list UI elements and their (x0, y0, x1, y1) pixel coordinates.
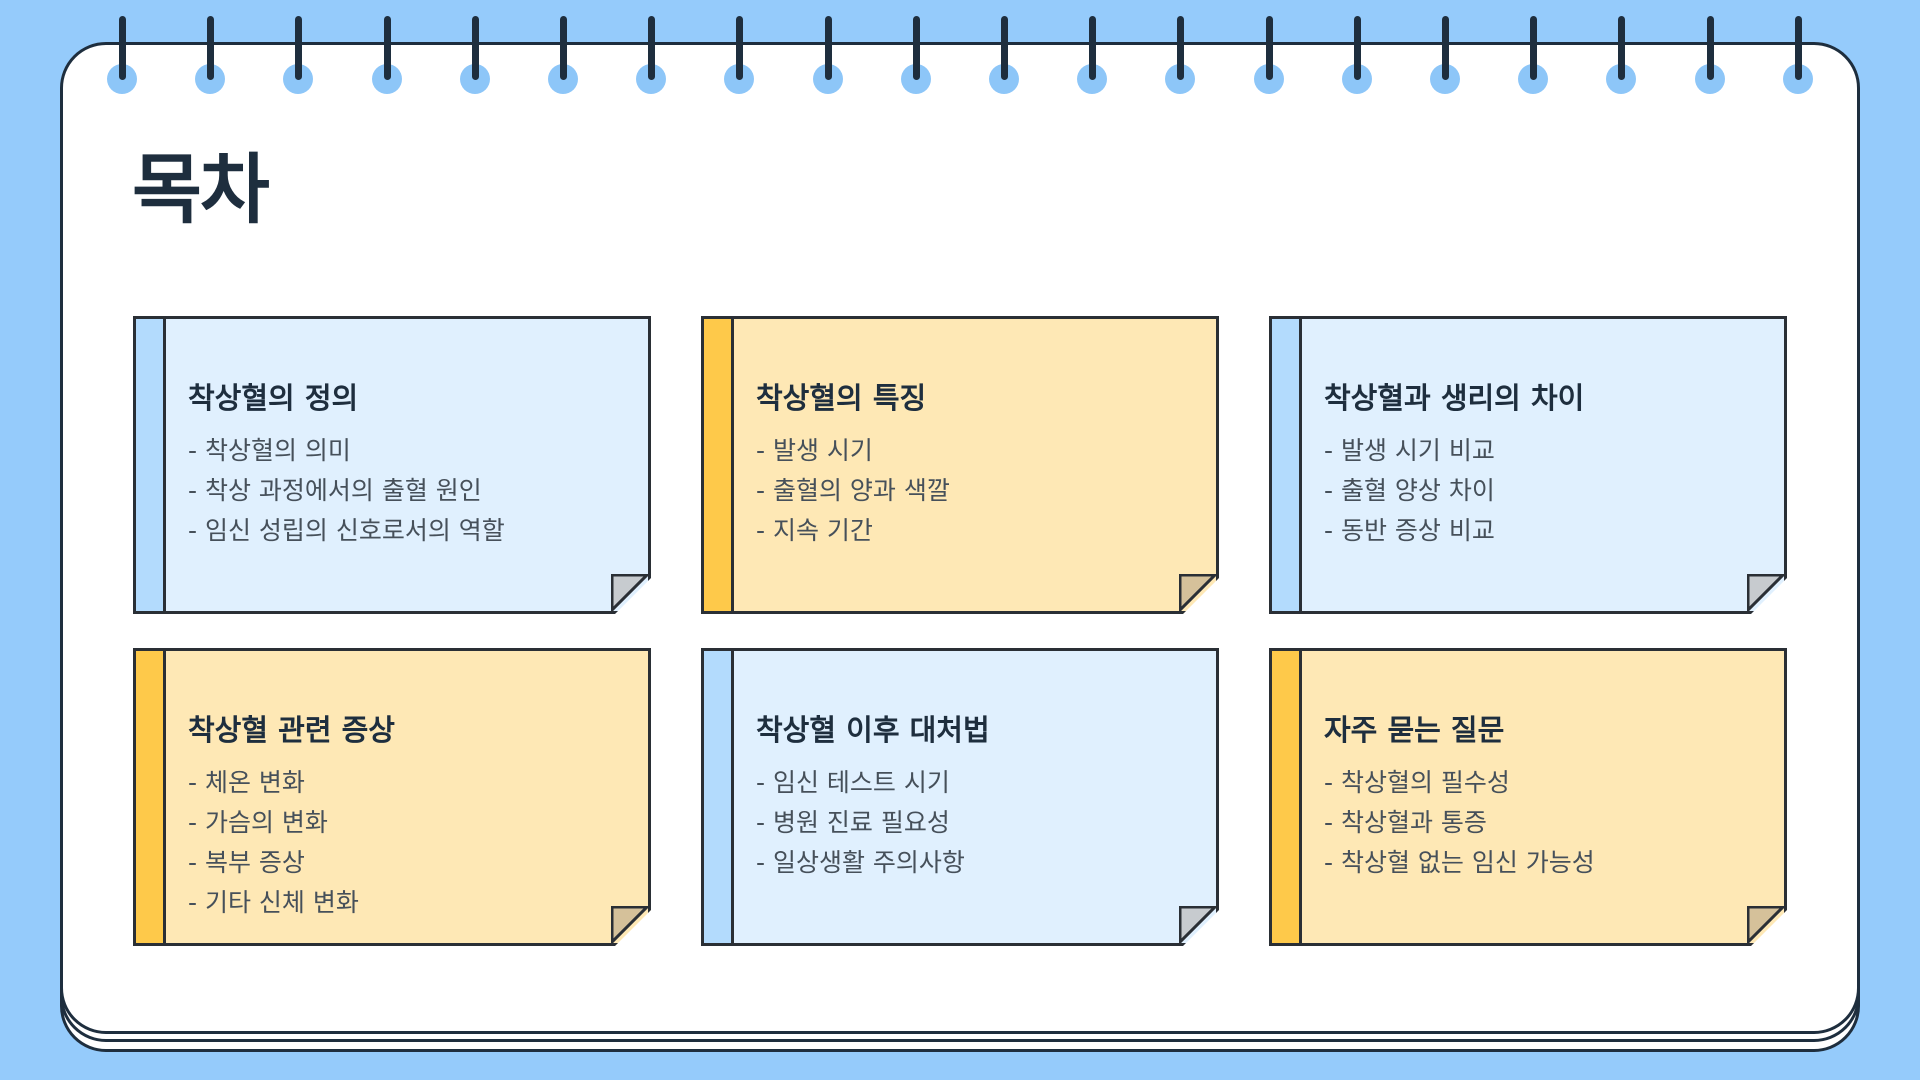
note-item-list: - 임신 테스트 시기 - 병원 진료 필요성 - 일상생활 주의사항 (756, 763, 965, 883)
note-stripe (1272, 319, 1302, 611)
note-card-characteristics: 착상혈의 특징 - 발생 시기 - 출혈의 양과 색깔 - 지속 기간 (701, 316, 1219, 614)
list-item: - 출혈의 양과 색깔 (756, 476, 950, 505)
list-item: - 지속 기간 (756, 516, 873, 545)
folded-corner-icon (1179, 906, 1216, 943)
list-item: - 착상혈과 통증 (1324, 808, 1487, 837)
binding-ring-icon (471, 16, 479, 80)
list-item: - 출혈 양상 차이 (1324, 476, 1495, 505)
binding-ring-icon (383, 16, 391, 80)
folded-corner-icon (611, 906, 648, 943)
list-item: - 착상 과정에서의 출혈 원인 (188, 476, 482, 505)
binding-ring-icon (1794, 16, 1802, 80)
folded-corner-icon (1747, 906, 1784, 943)
note-item-list: - 발생 시기 - 출혈의 양과 색깔 - 지속 기간 (756, 431, 950, 551)
note-title: 착상혈과 생리의 차이 (1324, 381, 1585, 415)
folded-corner-icon (611, 574, 648, 611)
page-title: 목차 (132, 145, 270, 234)
note-title: 착상혈의 정의 (188, 381, 359, 415)
list-item: - 착상혈의 필수성 (1324, 768, 1510, 797)
note-title: 착상혈 이후 대처법 (756, 713, 990, 747)
note-item-list: - 발생 시기 비교 - 출혈 양상 차이 - 동반 증상 비교 (1324, 431, 1495, 551)
list-item: - 발생 시기 비교 (1324, 436, 1495, 465)
folded-corner-icon (1747, 574, 1784, 611)
binding-ring-icon (824, 16, 832, 80)
list-item: - 가슴의 변화 (188, 808, 328, 837)
list-item: - 동반 증상 비교 (1324, 516, 1495, 545)
binding-ring-icon (1441, 16, 1449, 80)
binding-ring-icon (912, 16, 920, 80)
list-item: - 임신 성립의 신호로서의 역할 (188, 516, 505, 545)
note-stripe (704, 651, 734, 943)
binding-ring-icon (206, 16, 214, 80)
binding-ring-icon (1265, 16, 1273, 80)
binding-ring-icon (1353, 16, 1361, 80)
note-stripe (136, 319, 166, 611)
list-item: - 기타 신체 변화 (188, 888, 359, 917)
binding-ring-icon (1000, 16, 1008, 80)
list-item: - 착상혈 없는 임신 가능성 (1324, 848, 1595, 877)
binding-ring-icon (735, 16, 743, 80)
list-item: - 발생 시기 (756, 436, 873, 465)
note-title: 착상혈의 특징 (756, 381, 927, 415)
note-card-symptoms: 착상혈 관련 증상 - 체온 변화 - 가슴의 변화 - 복부 증상 - 기타 … (133, 648, 651, 946)
note-card-faq: 자주 묻는 질문 - 착상혈의 필수성 - 착상혈과 통증 - 착상혈 없는 임… (1269, 648, 1787, 946)
binding-ring-icon (294, 16, 302, 80)
note-card-menstruation-difference: 착상혈과 생리의 차이 - 발생 시기 비교 - 출혈 양상 차이 - 동반 증… (1269, 316, 1787, 614)
list-item: - 착상혈의 의미 (188, 436, 351, 465)
list-item: - 복부 증상 (188, 848, 305, 877)
list-item: - 임신 테스트 시기 (756, 768, 950, 797)
note-title: 자주 묻는 질문 (1324, 713, 1505, 747)
note-item-list: - 착상혈의 필수성 - 착상혈과 통증 - 착상혈 없는 임신 가능성 (1324, 763, 1595, 883)
binding-ring-icon (1529, 16, 1537, 80)
binding-ring-icon (1088, 16, 1096, 80)
note-card-definition: 착상혈의 정의 - 착상혈의 의미 - 착상 과정에서의 출혈 원인 - 임신 … (133, 316, 651, 614)
binding-ring-icon (118, 16, 126, 80)
list-item: - 체온 변화 (188, 768, 305, 797)
note-stripe (136, 651, 166, 943)
note-stripe (704, 319, 734, 611)
binding-ring-icon (1176, 16, 1184, 80)
note-item-list: - 착상혈의 의미 - 착상 과정에서의 출혈 원인 - 임신 성립의 신호로서… (188, 431, 505, 551)
binding-ring-icon (647, 16, 655, 80)
list-item: - 병원 진료 필요성 (756, 808, 950, 837)
note-stripe (1272, 651, 1302, 943)
note-item-list: - 체온 변화 - 가슴의 변화 - 복부 증상 - 기타 신체 변화 (188, 763, 359, 923)
note-card-aftercare: 착상혈 이후 대처법 - 임신 테스트 시기 - 병원 진료 필요성 - 일상생… (701, 648, 1219, 946)
note-title: 착상혈 관련 증상 (188, 713, 395, 747)
list-item: - 일상생활 주의사항 (756, 848, 965, 877)
binding-ring-icon (1706, 16, 1714, 80)
binding-ring-icon (559, 16, 567, 80)
folded-corner-icon (1179, 574, 1216, 611)
binding-ring-icon (1617, 16, 1625, 80)
